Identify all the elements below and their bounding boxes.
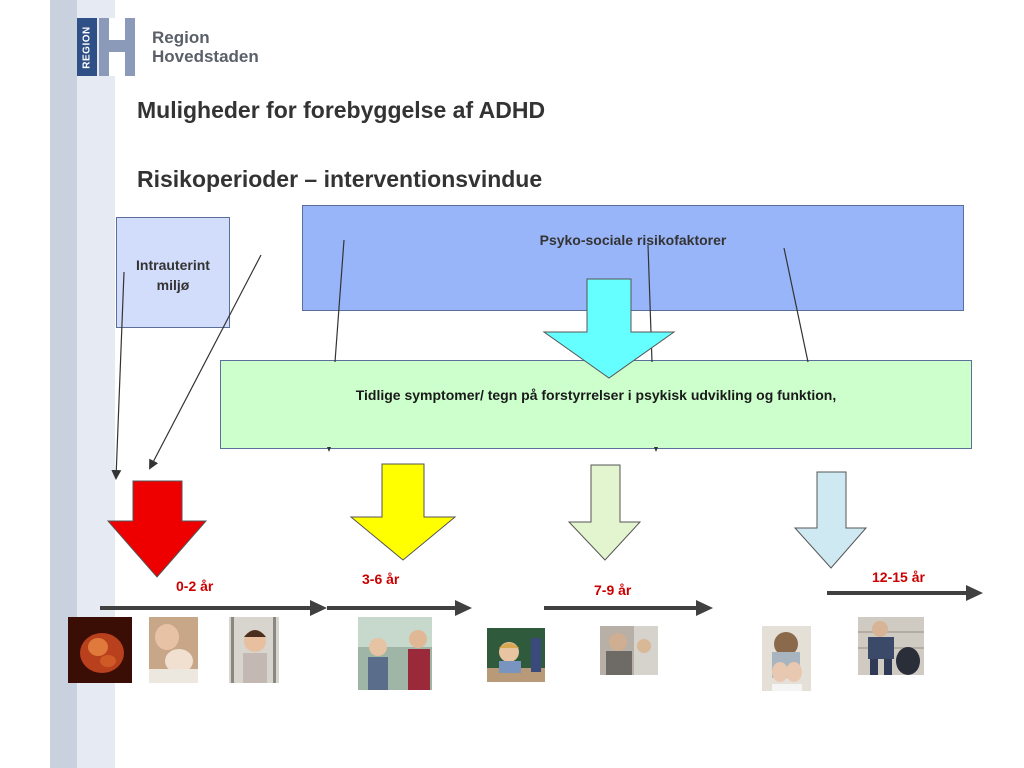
connector-line-intrauterine — [111, 271, 125, 480]
yellow-down-arrow-icon — [349, 463, 457, 561]
logo-h-icon — [99, 18, 135, 76]
age-label-12-15: 12-15 år — [872, 569, 925, 585]
teenager-photo — [858, 617, 924, 675]
connector-line-psyko-right — [783, 247, 809, 363]
newborn-photo — [149, 617, 198, 683]
page-title: Muligheder for forebyggelse af ADHD — [137, 97, 546, 123]
timeline — [100, 585, 983, 616]
red-down-arrow-icon — [106, 480, 208, 578]
cyan-down-arrow-icon — [542, 278, 676, 379]
region-logo: REGION — [77, 18, 135, 76]
timeline-arrow-3-shaft — [544, 606, 698, 610]
logo-badge: REGION — [77, 18, 97, 76]
connector-line-diagonal — [149, 254, 262, 470]
timeline-arrow-4-head — [966, 585, 983, 601]
early-symptoms-box: Tidlige symptomer/ tegn på forstyrrelser… — [220, 360, 972, 449]
timeline-arrow-2-shaft — [327, 606, 457, 610]
boy-with-adult-photo — [600, 626, 658, 675]
light-blue-down-arrow-icon — [793, 471, 868, 569]
preschool-children-photo — [358, 617, 432, 690]
psychosocial-box: Psyko-sociale risikofaktorer — [302, 205, 964, 311]
age-label-0-2: 0-2 år — [176, 578, 214, 594]
timeline-arrow-2-head — [455, 600, 472, 616]
toddler-photo — [229, 617, 279, 683]
small-pointer-mid — [654, 447, 658, 452]
connector-line-psyko-left — [334, 239, 345, 363]
timeline-arrow-4-shaft — [827, 591, 968, 595]
schoolboy-photo — [487, 628, 545, 682]
sad-girl-photo — [762, 626, 811, 691]
small-pointer-left — [327, 447, 331, 452]
logo-name-line1: Region — [152, 28, 210, 47]
age-label-7-9: 7-9 år — [594, 582, 632, 598]
timeline-arrow-3-head — [696, 600, 713, 616]
logo-name-line2: Hovedstaden — [152, 47, 259, 66]
fetus-photo — [68, 617, 132, 683]
page-subtitle: Risikoperioder – interventionsvindue — [137, 166, 543, 192]
intrauterine-label-line1: Intrauterint — [136, 257, 210, 273]
intrauterine-label-line2: miljø — [156, 277, 190, 293]
timeline-arrow-1-head — [310, 600, 327, 616]
light-green-down-arrow-icon — [567, 464, 642, 561]
early-symptoms-label: Tidlige symptomer/ tegn på forstyrrelser… — [355, 387, 837, 403]
logo-name: Region Hovedstaden — [152, 28, 259, 66]
age-label-3-6: 3-6 år — [362, 571, 400, 587]
timeline-arrow-1-shaft — [100, 606, 312, 610]
psychosocial-label: Psyko-sociale risikofaktorer — [539, 232, 727, 248]
intrauterine-box: Intrauterint miljø — [116, 217, 230, 328]
